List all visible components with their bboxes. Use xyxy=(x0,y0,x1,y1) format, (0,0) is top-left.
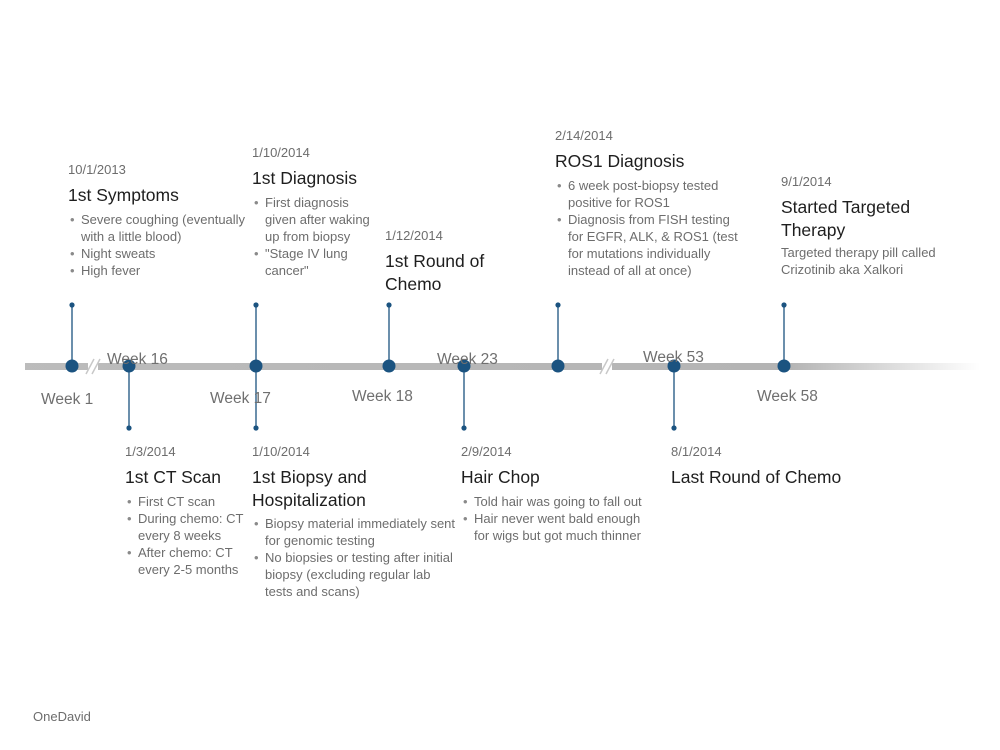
event-title: ROS1 Diagnosis xyxy=(555,151,685,171)
stem-above-2 xyxy=(253,302,259,366)
event-title: 1st Round of Chemo xyxy=(385,251,485,294)
event-date: 1/12/2014 xyxy=(385,228,443,243)
event-title: Last Round of Chemo xyxy=(671,467,842,487)
timeline-axis xyxy=(25,363,980,370)
event-title: Started Targeted Therapy xyxy=(781,197,911,240)
event-title: 1st Symptoms xyxy=(68,185,179,205)
week-label: Week 18 xyxy=(352,388,413,405)
list-item: After chemo: CT every 2-5 months xyxy=(125,544,247,578)
event-1st-round-of-chemo: 1/12/2014 1st Round of Chemo xyxy=(385,228,515,295)
axis-break-marker xyxy=(599,358,615,375)
event-title: Hair Chop xyxy=(461,467,540,487)
event-date: 1/10/2014 xyxy=(252,444,310,459)
event-1st-symptoms: 10/1/2013 1st Symptoms Severe coughing (… xyxy=(68,162,248,279)
list-item: Night sweats xyxy=(68,245,248,262)
event-1st-biopsy: 1/10/2014 1st Biopsy and Hospitalization… xyxy=(252,444,457,600)
stem-below-4 xyxy=(671,366,677,431)
list-item: Severe coughing (eventually with a littl… xyxy=(68,211,248,245)
event-last-round-of-chemo: 8/1/2014 Last Round of Chemo xyxy=(671,444,891,489)
event-bullets: Told hair was going to fall out Hair nev… xyxy=(461,493,656,544)
week-label: Week 53 xyxy=(643,349,704,366)
stem-below-2 xyxy=(253,366,259,431)
event-text: Targeted therapy pill called Crizotinib … xyxy=(781,245,936,277)
week-label: Week 1 xyxy=(41,391,94,408)
week-label: Week 58 xyxy=(757,388,818,405)
event-date: 1/3/2014 xyxy=(125,444,176,459)
event-started-targeted-therapy: 9/1/2014 Started Targeted Therapy Target… xyxy=(781,174,941,278)
event-title: 1st Diagnosis xyxy=(252,168,358,188)
event-date: 2/14/2014 xyxy=(555,128,613,143)
event-title: 1st CT Scan xyxy=(125,467,221,487)
stem-below-3 xyxy=(461,366,467,431)
list-item: 6 week post-biopsy tested positive for R… xyxy=(555,177,740,211)
event-1st-diagnosis: 1/10/2014 1st Diagnosis First diagnosis … xyxy=(252,145,378,279)
stem-above-4 xyxy=(555,302,561,366)
event-date: 2/9/2014 xyxy=(461,444,512,459)
event-hair-chop: 2/9/2014 Hair Chop Told hair was going t… xyxy=(461,444,656,544)
stem-above-1 xyxy=(69,302,75,366)
event-bullets: Severe coughing (eventually with a littl… xyxy=(68,211,248,279)
stem-above-5 xyxy=(781,302,787,366)
list-item: High fever xyxy=(68,262,248,279)
event-ros1-diagnosis: 2/14/2014 ROS1 Diagnosis 6 week post-bio… xyxy=(555,128,740,279)
milestone-dot xyxy=(457,359,471,373)
event-date: 10/1/2013 xyxy=(68,162,126,177)
milestone-dot xyxy=(667,359,681,373)
milestone-dot xyxy=(551,359,565,373)
event-bullets: Biopsy material immediately sent for gen… xyxy=(252,515,457,600)
event-date: 8/1/2014 xyxy=(671,444,722,459)
week-label: Week 16 xyxy=(107,351,168,368)
list-item: Biopsy material immediately sent for gen… xyxy=(252,515,457,549)
list-item: Told hair was going to fall out xyxy=(461,493,656,510)
list-item: No biopsies or testing after initial bio… xyxy=(252,549,457,600)
list-item: First CT scan xyxy=(125,493,247,510)
list-item: "Stage IV lung cancer" xyxy=(252,245,378,279)
week-label: Week 17 xyxy=(210,390,271,407)
week-label: Week 23 xyxy=(437,351,498,368)
event-bullets: First CT scan During chemo: CT every 8 w… xyxy=(125,493,247,578)
event-date: 9/1/2014 xyxy=(781,174,832,189)
event-1st-ct-scan: 1/3/2014 1st CT Scan First CT scan Durin… xyxy=(125,444,247,578)
milestone-dot xyxy=(382,359,396,373)
brand-label: OneDavid xyxy=(33,709,91,724)
event-bullets: First diagnosis given after waking up fr… xyxy=(252,194,378,279)
milestone-dot xyxy=(65,359,79,373)
event-title: 1st Biopsy and Hospitalization xyxy=(252,467,367,510)
event-bullets: 6 week post-biopsy tested positive for R… xyxy=(555,177,740,279)
axis-break-marker xyxy=(85,358,101,375)
list-item: Diagnosis from FISH testing for EGFR, AL… xyxy=(555,211,740,279)
list-item: First diagnosis given after waking up fr… xyxy=(252,194,378,245)
milestone-dot xyxy=(122,359,136,373)
event-date: 1/10/2014 xyxy=(252,145,310,160)
milestone-dot xyxy=(249,359,263,373)
list-item: Hair never went bald enough for wigs but… xyxy=(461,510,656,544)
stem-above-3 xyxy=(386,302,392,366)
stem-below-1 xyxy=(126,366,132,431)
milestone-dot xyxy=(777,359,791,373)
list-item: During chemo: CT every 8 weeks xyxy=(125,510,247,544)
